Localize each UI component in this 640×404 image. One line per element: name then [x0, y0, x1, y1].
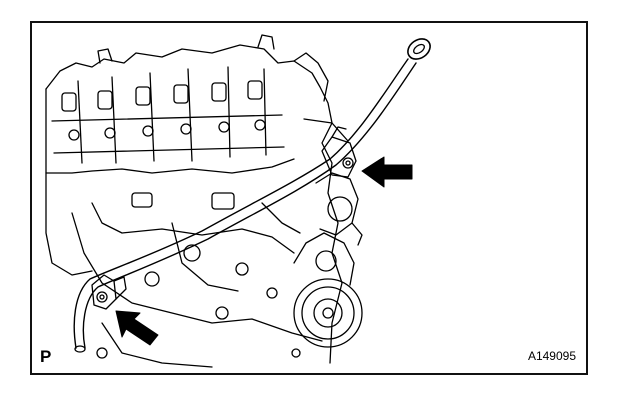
upper-guide-bracket	[321, 126, 357, 178]
figure-code: A149095	[527, 349, 576, 363]
view-letter: P	[40, 347, 52, 366]
arrow-left-icon	[361, 156, 413, 188]
oil-gauge-guide	[73, 38, 431, 353]
engine-block	[45, 44, 343, 368]
pulley-assembly	[291, 172, 363, 358]
figure-frame: P A149095	[30, 21, 588, 375]
lower-guide-bracket	[91, 274, 127, 310]
arrow-up-left-icon	[115, 310, 159, 346]
upper-manifold	[97, 34, 349, 142]
engine-illustration	[45, 34, 431, 368]
